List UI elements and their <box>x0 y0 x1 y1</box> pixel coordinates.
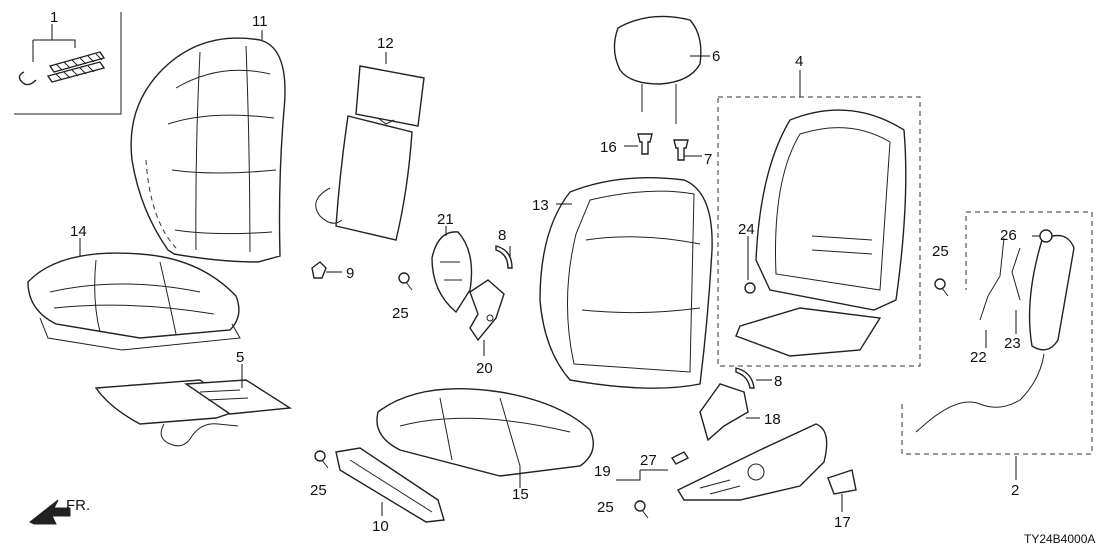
callout-24: 24 <box>738 221 755 238</box>
callout-25-c: 25 <box>932 243 949 260</box>
callout-12: 12 <box>377 35 394 52</box>
part-clip-8-a <box>495 245 513 269</box>
part-bolt-24 <box>744 282 756 294</box>
part-bracket-18 <box>699 383 749 442</box>
direction-label: FR. <box>66 497 90 514</box>
part-seatback-cover <box>130 37 286 263</box>
callout-10: 10 <box>372 518 389 535</box>
part-side-airbag <box>901 211 1093 455</box>
leader-lines <box>51 24 1040 516</box>
part-guide-16 <box>637 133 653 155</box>
part-bolt-25-b <box>314 450 329 469</box>
part-bolt-25-a <box>398 272 413 291</box>
part-knob-17 <box>827 469 857 495</box>
part-clip-set <box>14 12 122 115</box>
part-cushion-pad <box>376 388 594 477</box>
callout-19: 19 <box>594 463 611 480</box>
callout-21: 21 <box>437 211 454 228</box>
callout-16: 16 <box>600 139 617 156</box>
callout-25-b: 25 <box>310 482 327 499</box>
part-bolt-25-c <box>934 278 949 297</box>
part-trim-cover <box>431 231 473 314</box>
callout-17: 17 <box>834 514 851 531</box>
part-clip-8-b <box>735 367 755 389</box>
callout-8-lower: 8 <box>774 373 782 390</box>
callout-25-d: 25 <box>597 499 614 516</box>
callout-20: 20 <box>476 360 493 377</box>
callout-4: 4 <box>795 53 803 70</box>
part-seatback-panel <box>315 65 425 241</box>
part-seatback-pad <box>539 177 713 389</box>
callout-11: 11 <box>252 13 268 30</box>
part-bracket-20 <box>469 279 505 342</box>
part-guide-7 <box>673 139 689 161</box>
part-heater-mat <box>94 379 293 447</box>
callout-26: 26 <box>1000 227 1017 244</box>
callouts: 1 2 4 5 6 7 8 8 9 10 11 12 13 14 15 16 1… <box>50 9 1021 535</box>
part-clip-9 <box>311 261 327 279</box>
part-bolt-25-d <box>634 500 649 519</box>
callout-5: 5 <box>236 349 244 366</box>
part-headrest <box>613 15 702 124</box>
callout-2: 2 <box>1011 482 1019 499</box>
callout-18: 18 <box>764 411 781 428</box>
callout-22: 22 <box>970 349 987 366</box>
callout-13: 13 <box>532 197 549 214</box>
callout-14: 14 <box>70 223 87 240</box>
callout-1: 1 <box>50 9 58 26</box>
callout-6: 6 <box>712 48 720 65</box>
part-screw-27 <box>670 451 690 465</box>
callout-23: 23 <box>1004 335 1021 352</box>
callout-8-upper: 8 <box>498 227 506 244</box>
part-seatback-frame <box>717 96 921 367</box>
part-side-trim <box>677 423 828 501</box>
callout-15: 15 <box>512 486 529 503</box>
diagram-code: TY24B4000A <box>1024 532 1095 546</box>
callout-27: 27 <box>640 452 657 469</box>
callout-7: 7 <box>704 151 712 168</box>
callout-25-a: 25 <box>392 305 409 322</box>
part-trim-strip <box>335 447 445 523</box>
part-cushion-cover <box>27 252 241 351</box>
callout-9: 9 <box>346 265 354 282</box>
front-direction-arrow: FR. <box>29 497 90 525</box>
